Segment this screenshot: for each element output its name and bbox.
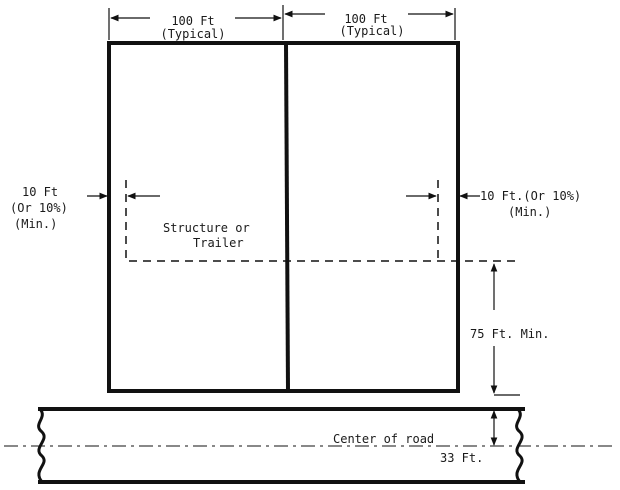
front-setback-label: 75 Ft. Min. (470, 327, 549, 341)
lot-divider-line (284, 42, 290, 392)
trailer-label: Trailer (193, 236, 244, 250)
dim-right-typical: (Typical) (339, 24, 404, 38)
setback-left-min: (Min.) (14, 217, 57, 231)
setback-right-label: 10 Ft.(Or 10%) (480, 189, 581, 203)
road (4, 407, 615, 484)
road-break-right (515, 408, 524, 483)
road-half-width-label: 33 Ft. (440, 451, 483, 465)
structure-label: Structure or (163, 221, 250, 235)
road-center-label: Center of road (333, 432, 434, 446)
dim-left-typical: (Typical) (160, 27, 225, 41)
setback-left-or: (Or 10%) (10, 201, 68, 215)
dim-left-label: 100 Ft (171, 14, 214, 28)
setback-left-label: 10 Ft (22, 185, 58, 199)
structure-outline-left-bottom (125, 180, 515, 262)
lots-outline (107, 41, 460, 393)
road-break-left (37, 408, 46, 483)
dim-right-label: 100 Ft (344, 12, 387, 26)
setback-right-min: (Min.) (508, 205, 551, 219)
